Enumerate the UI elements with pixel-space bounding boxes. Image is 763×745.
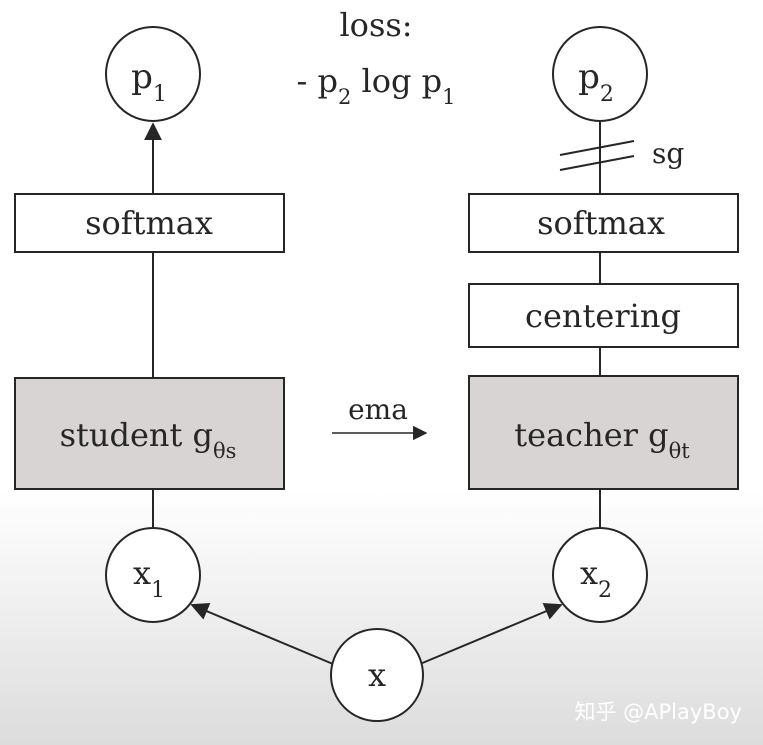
teacher-centering-box [468, 283, 739, 348]
p2-label: p2 [578, 57, 614, 107]
x2-node [552, 527, 648, 623]
student-softmax-label: softmax [85, 204, 213, 242]
teacher-softmax-box [468, 193, 739, 253]
p1-node [105, 26, 201, 122]
x-to-x1-arrow [190, 602, 334, 665]
loss-label: loss: [339, 6, 412, 44]
x1-label: x1 [133, 554, 165, 603]
p2-node [552, 26, 648, 122]
student-softmax-box [14, 193, 285, 253]
student-network-label: student gθs [60, 416, 237, 463]
x-source-node [330, 628, 424, 722]
teacher-network-box [468, 375, 739, 490]
stop-gradient-label: sg [652, 137, 684, 170]
teacher-network-label: teacher gθt [514, 416, 690, 463]
loss-formula: - p2 log p1 [296, 62, 455, 109]
x-to-x2-arrow [419, 602, 563, 665]
p1-label: p1 [131, 57, 167, 107]
teacher-centering-label: centering [525, 297, 681, 335]
x-source-label: x [368, 656, 386, 694]
stop-gradient-mark-1 [559, 140, 635, 156]
x2-label: x2 [580, 554, 612, 603]
x1-node [105, 527, 201, 623]
stop-gradient-mark-2 [559, 155, 635, 171]
ema-label: ema [348, 393, 408, 426]
student-network-box [14, 377, 285, 490]
teacher-softmax-label: softmax [537, 204, 665, 242]
watermark: 知乎 @APlayBoy [574, 700, 742, 724]
